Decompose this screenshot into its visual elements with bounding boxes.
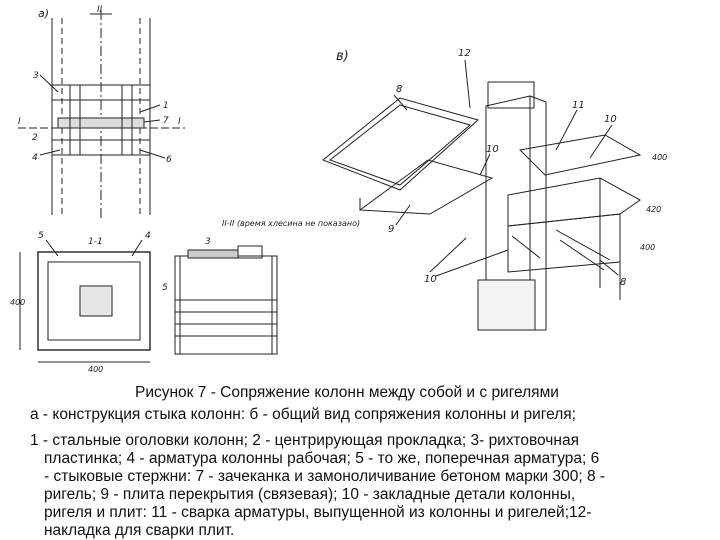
caption-title: Рисунок 7 - Сопряжение колонн между собо… — [135, 384, 559, 401]
label-b-10-mid: 10 — [486, 144, 499, 155]
column-joint-elevation — [18, 10, 185, 220]
label-a-6: 6 — [166, 155, 172, 165]
label-b-11: 11 — [572, 100, 585, 111]
label-a-3: 3 — [33, 71, 39, 81]
label-2-2-3: 3 — [205, 237, 211, 247]
caption-legend: 1 - стальные оголовки колонн; 2 - центри… — [30, 432, 680, 540]
legend-line-2: пластинка; 4 - арматура колонны рабочая;… — [44, 450, 600, 467]
label-2-2-5: 5 — [162, 283, 168, 293]
label-a-1: 1 — [163, 101, 169, 111]
section-mark-1-left: I — [18, 117, 21, 127]
label-b-8-bottom: 8 — [620, 277, 626, 288]
section-2-2-label: II-II (время хлесина не показано) — [222, 219, 360, 228]
dim-400-width: 400 — [88, 365, 103, 374]
legend-line-4: ригель; 9 - плита перекрытия (связевая);… — [44, 486, 576, 503]
label-1-1-5: 5 — [38, 231, 44, 241]
caption-panel-a: а - конструкция стыка колонн: б - общий … — [30, 406, 576, 423]
label-b-9: 9 — [388, 224, 394, 235]
label-b-10-right: 10 — [604, 114, 617, 125]
label-b-10-bottom: 10 — [424, 274, 437, 285]
label-b-12: 12 — [458, 48, 471, 59]
dim-400-b2: 400 — [640, 243, 655, 252]
section-2-2 — [174, 245, 278, 355]
label-a-2: 2 — [32, 133, 38, 143]
dim-400-b: 400 — [652, 153, 667, 162]
legend-line-5: ригеля и плит: 11 - сварка арматуры, вып… — [44, 504, 592, 521]
legend-line-3: - стыковые стержни: 7 - зачеканка и замо… — [44, 468, 606, 485]
label-a-7: 7 — [163, 116, 169, 126]
column-girder-3d-view — [322, 59, 642, 331]
section-mark-1-right: I — [178, 117, 181, 127]
panel-a-label: а) — [38, 7, 49, 20]
legend-line-1: 1 - стальные оголовки колонн; 2 - центри… — [30, 432, 579, 449]
label-a-4: 4 — [32, 153, 38, 163]
technical-drawing: а) II I I 1-1 II-II (время хлесина не по… — [10, 5, 667, 374]
label-1-1-4: 4 — [145, 231, 151, 241]
section-1-1-label: 1-1 — [88, 237, 103, 247]
dim-400-height: 400 — [10, 298, 25, 307]
section-1-1 — [19, 239, 151, 363]
dim-420-b: 420 — [646, 205, 661, 214]
panel-b-label: в) — [336, 49, 349, 64]
label-b-8-top: 8 — [396, 84, 402, 95]
section-mark-top: II — [97, 5, 103, 15]
legend-line-6: накладка для сварки плит. — [44, 522, 235, 539]
